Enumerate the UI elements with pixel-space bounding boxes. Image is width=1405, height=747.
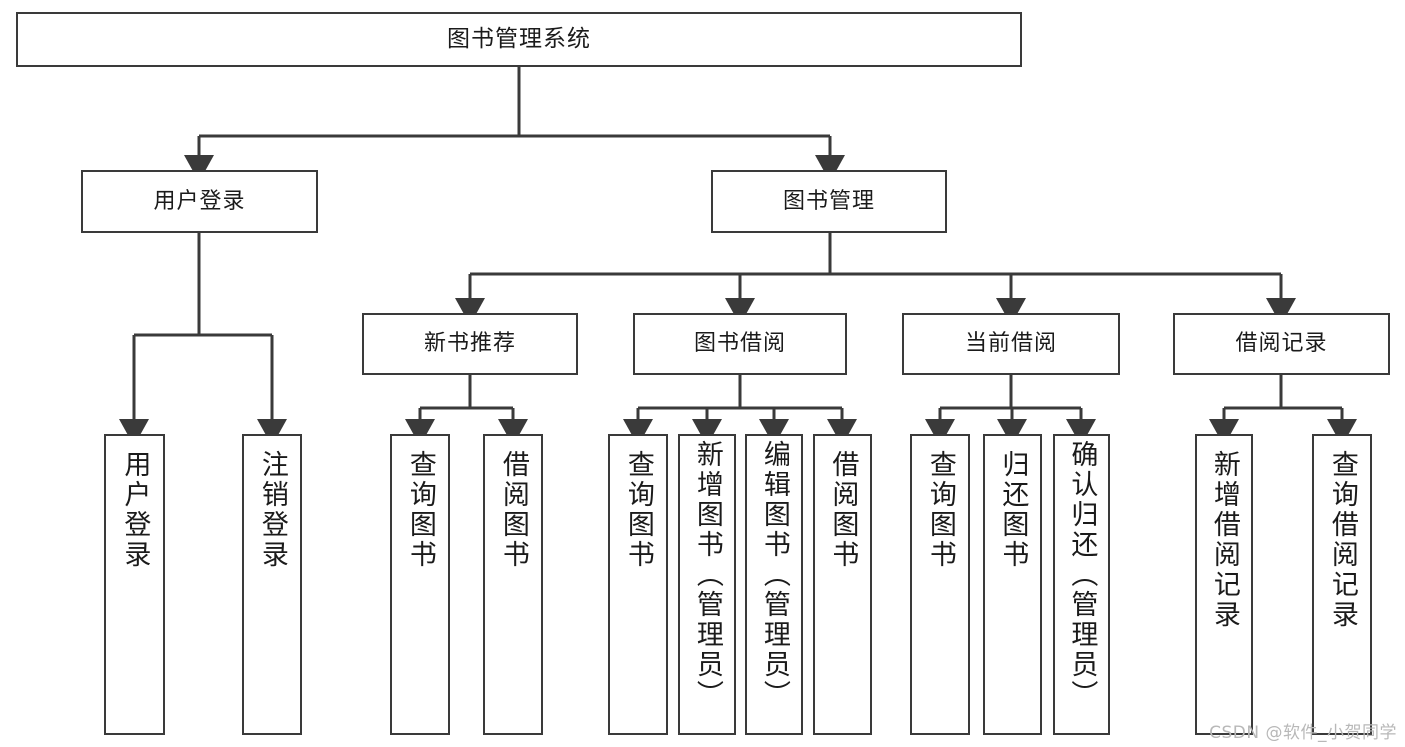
leaf-add-book-label: 新增图书（管理员） <box>691 440 723 710</box>
leaf-edit-book[interactable]: 编辑图书（管理员） <box>745 434 803 735</box>
leaf-query-borrow-record-label: 查询借阅记录 <box>1326 450 1358 630</box>
node-book-borrow[interactable]: 图书借阅 <box>633 313 847 375</box>
leaf-borrow-book[interactable]: 借阅图书 <box>813 434 872 735</box>
leaf-query-borrow-record[interactable]: 查询借阅记录 <box>1312 434 1372 735</box>
leaf-query-book-borrow[interactable]: 查询图书 <box>608 434 668 735</box>
node-book-borrow-label: 图书借阅 <box>693 331 786 357</box>
node-user-login[interactable]: 用户登录 <box>81 170 318 233</box>
node-new-book-recommend[interactable]: 新书推荐 <box>362 313 578 375</box>
node-root-label: 图书管理系统 <box>447 25 591 52</box>
leaf-logout-label: 注销登录 <box>256 450 288 570</box>
leaf-add-borrow-record-label: 新增借阅记录 <box>1208 450 1240 630</box>
node-book-management-label: 图书管理 <box>782 188 875 214</box>
node-user-login-label: 用户登录 <box>153 188 246 214</box>
leaf-user-login-label: 用户登录 <box>119 450 151 570</box>
node-borrow-record-label: 借阅记录 <box>1235 331 1328 357</box>
leaf-add-borrow-record[interactable]: 新增借阅记录 <box>1195 434 1253 735</box>
leaf-edit-book-label: 编辑图书（管理员） <box>758 440 790 710</box>
leaf-query-book-recommend[interactable]: 查询图书 <box>390 434 450 735</box>
leaf-query-book-borrow-label: 查询图书 <box>622 450 654 570</box>
leaf-borrow-book-recommend[interactable]: 借阅图书 <box>483 434 543 735</box>
node-root[interactable]: 图书管理系统 <box>16 12 1022 67</box>
leaf-borrow-book-recommend-label: 借阅图书 <box>497 450 529 570</box>
leaf-query-book-current-label: 查询图书 <box>924 450 956 570</box>
node-borrow-record[interactable]: 借阅记录 <box>1173 313 1390 375</box>
node-book-management[interactable]: 图书管理 <box>711 170 947 233</box>
watermark: CSDN @软件_小贺同学 <box>1209 723 1397 743</box>
node-new-book-recommend-label: 新书推荐 <box>423 331 516 357</box>
node-current-borrow[interactable]: 当前借阅 <box>902 313 1120 375</box>
node-current-borrow-label: 当前借阅 <box>964 331 1057 357</box>
leaf-return-book[interactable]: 归还图书 <box>983 434 1042 735</box>
leaf-return-book-label: 归还图书 <box>997 450 1029 570</box>
leaf-logout[interactable]: 注销登录 <box>242 434 302 735</box>
leaf-user-login[interactable]: 用户登录 <box>104 434 165 735</box>
leaf-query-book-recommend-label: 查询图书 <box>404 450 436 570</box>
leaf-borrow-book-label: 借阅图书 <box>827 450 859 570</box>
leaf-confirm-return[interactable]: 确认归还（管理员） <box>1053 434 1110 735</box>
leaf-add-book[interactable]: 新增图书（管理员） <box>678 434 736 735</box>
leaf-query-book-current[interactable]: 查询图书 <box>910 434 970 735</box>
leaf-confirm-return-label: 确认归还（管理员） <box>1066 440 1098 710</box>
